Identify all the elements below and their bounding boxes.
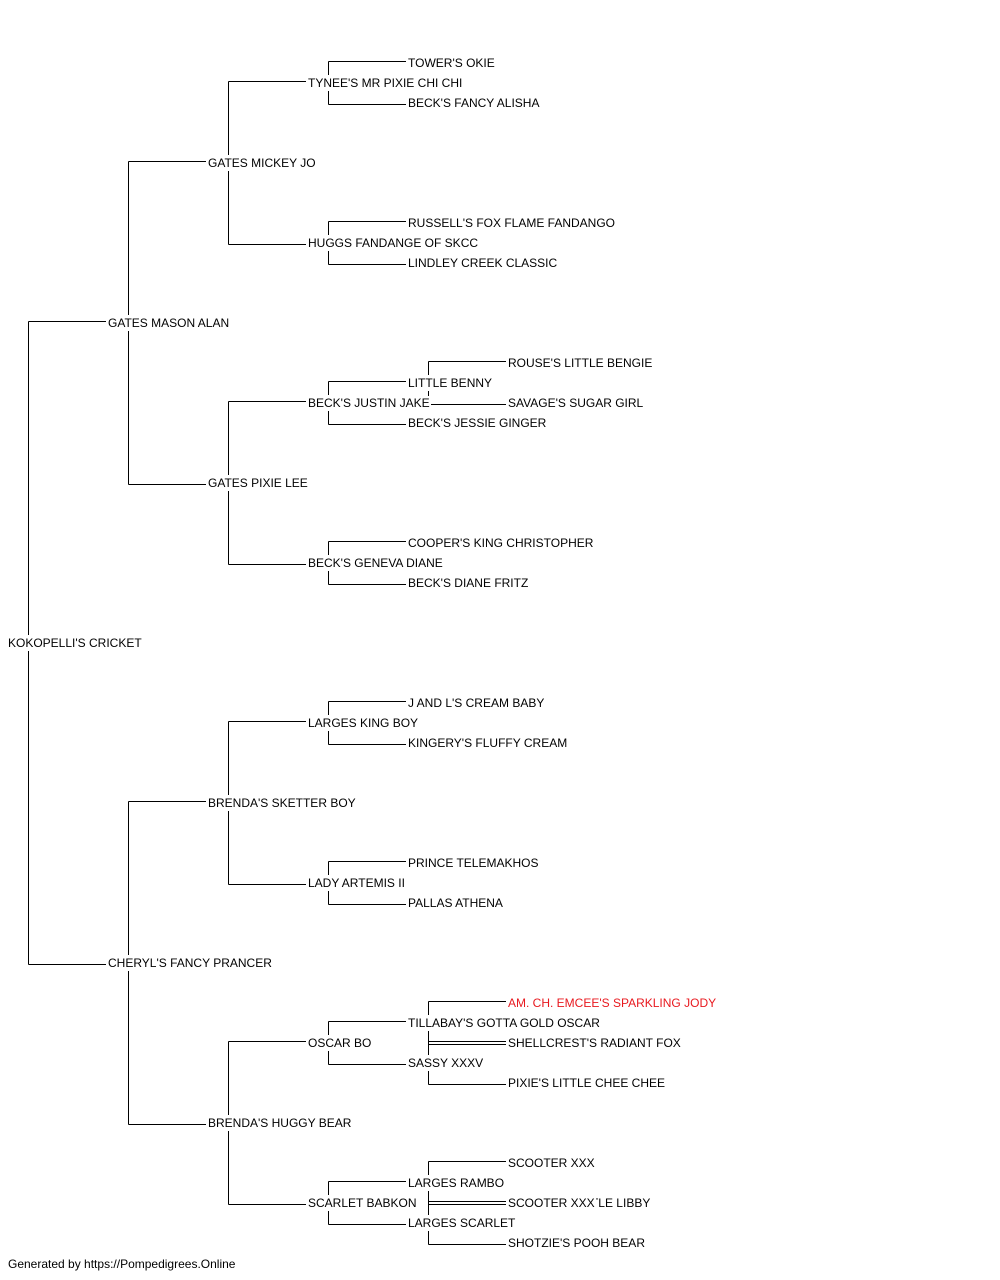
ancestor-name: LADY ARTEMIS II <box>307 876 406 890</box>
ancestor-name: PIXIE'S LITTLE CHEE CHEE <box>507 1076 667 1090</box>
ancestor-name: SHELLCREST'S RADIANT FOX <box>507 1036 682 1050</box>
ancestor-name: ROUSE'S LITTLE BENGIE <box>507 356 654 370</box>
ancestor-name: SHOTZIE'S POOH BEAR <box>507 1236 646 1250</box>
ancestor-name: COOPER'S KING CHRISTOPHER <box>407 536 595 550</box>
ancestor-name: PALLAS ATHENA <box>407 896 504 910</box>
ancestor-name: KINGERY'S FLUFFY CREAM <box>407 736 569 750</box>
ancestor-name: BECK'S DIANE FRITZ <box>407 576 530 590</box>
ancestor-name: AM. CH. EMCEE'S SPARKLING JODY <box>507 996 718 1010</box>
ancestor-name: LARGES SCARLET <box>407 1216 517 1230</box>
ancestor-name: BRENDA'S SKETTER BOY <box>207 796 357 810</box>
ancestor-name: BECK'S GENEVA DIANE <box>307 556 444 570</box>
ancestor-name: GATES MASON ALAN <box>107 316 231 330</box>
ancestor-name: GATES MICKEY JO <box>207 156 317 170</box>
ancestor-name: SASSY XXXV <box>407 1056 485 1070</box>
ancestor-name: TILLABAY'S GOTTA GOLD OSCAR <box>407 1016 601 1030</box>
ancestor-name: BRENDA'S HUGGY BEAR <box>207 1116 353 1130</box>
ancestor-name: SCOOTER XXX <box>507 1156 596 1170</box>
ancestor-name: SCOOTER XXX <box>507 1196 596 1210</box>
ancestor-name: BECK'S FANCY ALISHA <box>407 96 541 110</box>
ancestor-name: LARGES KING BOY <box>307 716 420 730</box>
ancestor-name: SCARLET BABKON <box>307 1196 418 1210</box>
ancestor-name: SAVAGE'S SUGAR GIRL <box>507 396 645 410</box>
ancestor-name: HUGGS FANDANGE OF SKCC <box>307 236 480 250</box>
ancestor-name: CHERYL'S FANCY PRANCER <box>107 956 273 970</box>
ancestor-name: PRINCE TELEMAKHOS <box>407 856 540 870</box>
ancestor-name: RUSSELL'S FOX FLAME FANDANGO <box>407 216 617 230</box>
ancestor-name: OSCAR BO <box>307 1036 373 1050</box>
ancestor-name: TYNEE'S MR PIXIE CHI CHI <box>307 76 464 90</box>
ancestor-name: BECK'S JUSTIN JAKE <box>307 396 431 410</box>
ancestor-name: BECK'S JESSIE GINGER <box>407 416 548 430</box>
ancestor-name: GATES PIXIE LEE <box>207 476 309 490</box>
ancestor-name: LINDLEY CREEK CLASSIC <box>407 256 559 270</box>
footer-credit: Generated by https://Pompedigrees.Online <box>8 1257 236 1271</box>
ancestor-name: TOWER'S OKIE <box>407 56 496 70</box>
ancestor-name: LARGES RAMBO <box>407 1176 506 1190</box>
ancestor-name: J AND L'S CREAM BABY <box>407 696 546 710</box>
ancestor-name: LITTLE BENNY <box>407 376 494 390</box>
subject-dog-name: KOKOPELLI'S CRICKET <box>7 636 143 650</box>
